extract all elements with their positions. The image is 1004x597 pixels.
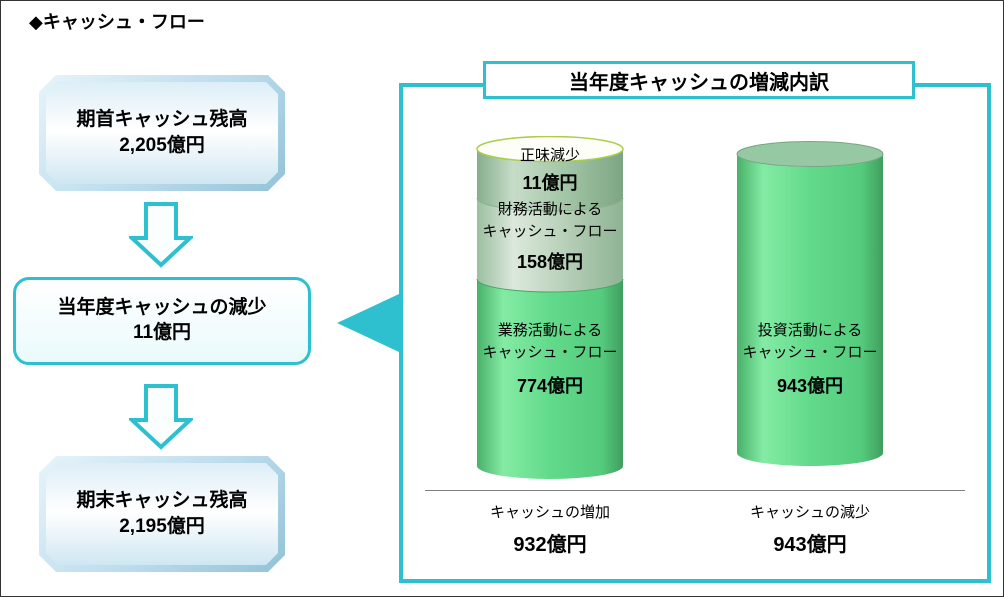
decrease-cylinder [736,141,884,466]
baseline-divider [425,490,965,491]
flow-start-label: 期首キャッシュ残高 [76,108,248,130]
flow-start-box-face: 期首キャッシュ残高 2,205億円 [46,82,278,184]
investing-label-line1: 投資活動による [757,322,863,339]
investing-label-line2: キャッシュ・フロー [742,344,878,361]
increase-footer-label: キャッシュの増加 [489,504,610,521]
operating-label-line2: キャッシュ・フロー [482,344,618,361]
segment-divider-line [476,278,624,293]
increase-footer-value: 932億円 [513,534,587,556]
flow-end-box-face: 期末キャッシュ残高 2,195億円 [46,463,278,565]
segment-operating [477,279,623,479]
segment-net-decrease [477,149,623,211]
financing-label-line2: キャッシュ・フロー [482,223,618,240]
increase-cylinder [476,136,624,479]
net-decrease-label: 正味減少 [519,147,580,164]
financing-value: 158億円 [516,252,584,272]
cylinder-top-ellipse [476,136,624,163]
decrease-footer-label: キャッシュの減少 [749,504,870,521]
flow-decrease-label: 当年度キャッシュの減少 [57,297,267,319]
segment-investing [737,154,883,466]
flow-end-label: 期末キャッシュ残高 [76,489,248,511]
net-decrease-value: 11億円 [522,173,578,193]
connector-triangle-icon [337,294,399,352]
flow-end-value: 2,195億円 [119,515,205,537]
operating-label-line1: 業務活動による [497,322,603,339]
flow-end-box: 期末キャッシュ残高 2,195億円 [39,456,285,572]
flow-start-box: 期首キャッシュ残高 2,205億円 [39,75,285,191]
segment-divider-line [476,197,624,212]
segment-financing [477,198,623,292]
down-arrow-shape [129,202,193,268]
page-title: ◆キャッシュ・フロー [29,12,205,32]
cylinder-top-ellipse [736,141,884,167]
down-arrow-icon [129,384,193,450]
operating-value: 774億円 [516,376,584,396]
investing-value: 943億円 [776,376,844,396]
flow-decrease-value: 11億円 [132,322,192,343]
decrease-footer-value: 943億円 [773,534,847,556]
financing-label-line1: 財務活動による [497,201,603,218]
down-arrow-icon [129,202,193,268]
down-arrow-shape [129,384,193,450]
flow-start-value: 2,205億円 [119,134,205,156]
breakdown-panel-title: 当年度キャッシュの増減内訳 [483,61,915,99]
flow-decrease-box: 当年度キャッシュの減少 11億円 [13,277,311,365]
